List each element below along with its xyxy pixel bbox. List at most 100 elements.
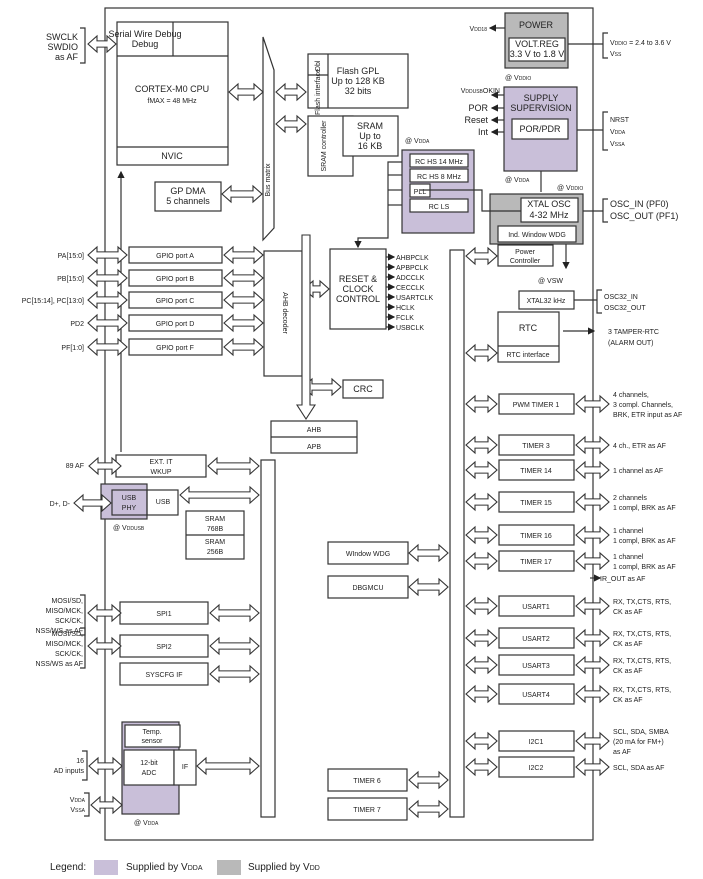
legend: Legend: Supplied by VDDA Supplied by VDD xyxy=(50,860,320,875)
gpio-pin-arrow xyxy=(87,313,128,333)
svg-text:RTC interface: RTC interface xyxy=(506,352,549,359)
svg-text:VSSA: VSSA xyxy=(610,141,625,148)
svg-text:Flash interface: Flash interface xyxy=(315,69,322,115)
flash-arrow xyxy=(275,82,307,102)
rtc-block: XTAL32 kHz OSC32_IN OSC32_OUT RTC RTC in… xyxy=(497,289,659,363)
peripheral-af: 1 compl, BRK as AF xyxy=(613,505,676,512)
svg-text:Flash GPL: Flash GPL xyxy=(337,66,380,76)
peripheral-label: TIMER 17 xyxy=(520,559,552,566)
peripheral-pin-arrow xyxy=(575,628,610,648)
clock-output: ADCCLK xyxy=(396,275,425,282)
svg-text:SPI2: SPI2 xyxy=(156,644,171,651)
svg-text:RESET &: RESET & xyxy=(339,274,377,284)
crc-block xyxy=(342,379,384,399)
svg-text:Up to: Up to xyxy=(359,131,381,141)
ext-it-arrow xyxy=(207,456,260,476)
peripheral-af: RX, TX,CTS, RTS, xyxy=(613,599,671,606)
gpio-ports: GPIO port APA[15:0]GPIO port BPB[15:0]GP… xyxy=(22,246,223,356)
sram-arrow xyxy=(275,114,307,134)
svg-text:EXT. IT: EXT. IT xyxy=(150,459,174,466)
svg-text:VDDIO = 2.4 to 3.6 V: VDDIO = 2.4 to 3.6 V xyxy=(610,40,671,47)
nvic-label: NVIC xyxy=(161,151,183,161)
peripheral-pin-arrow xyxy=(575,596,610,616)
peripheral-pin-arrow xyxy=(575,492,610,512)
peripheral-af: 4 channels, xyxy=(613,392,649,399)
svg-text:POR/PDR: POR/PDR xyxy=(519,124,561,134)
gpio-label: GPIO port B xyxy=(156,276,194,283)
peripheral-pin-arrow xyxy=(575,731,610,751)
svg-text:XTAL OSC: XTAL OSC xyxy=(527,199,571,209)
ahb-down-arrow xyxy=(295,234,317,421)
clock-output: HCLK xyxy=(396,305,415,312)
svg-text:256B: 256B xyxy=(207,549,224,556)
peripheral-block xyxy=(498,491,575,513)
svg-text:@ VDDIO: @ VDDIO xyxy=(505,75,531,82)
xtal-osc-block: @ VDDIO XTAL OSC 4-32 MHz Ind. Window WD… xyxy=(420,171,678,245)
svg-text:@ VDDA: @ VDDA xyxy=(405,138,430,145)
svg-text:16: 16 xyxy=(76,758,84,765)
peripheral-af: CK as AF xyxy=(613,609,643,616)
svg-text:VDDA: VDDA xyxy=(70,797,86,804)
peripheral-label: USART1 xyxy=(522,604,550,611)
gpio-label: GPIO port D xyxy=(156,321,195,328)
peripheral-af: RX, TX,CTS, RTS, xyxy=(613,658,671,665)
svg-text:GP DMA: GP DMA xyxy=(170,186,205,196)
peripheral-bus-arrow xyxy=(465,628,498,648)
svg-text:Supplied by VDDA: Supplied by VDDA xyxy=(126,862,203,873)
cpu-block: Serial Wire Debug Debug CORTEX-M0 CPU fM… xyxy=(108,21,229,166)
peripheral-label: TIMER 14 xyxy=(520,468,552,475)
svg-text:(ALARM OUT): (ALARM OUT) xyxy=(608,340,654,347)
gp-dma xyxy=(154,181,222,212)
svg-text:Reset: Reset xyxy=(464,115,488,125)
rc-oscillator xyxy=(409,153,469,168)
svg-text:Int: Int xyxy=(478,127,489,137)
svg-text:5 channels: 5 channels xyxy=(166,196,210,206)
svg-text:D+, D-: D+, D- xyxy=(50,501,71,508)
apb-bus-left xyxy=(260,459,276,818)
peripheral-block xyxy=(498,654,575,676)
cpu-fmax: fMAX = 48 MHz xyxy=(147,98,197,105)
adc-power-arrow xyxy=(90,795,123,815)
gpio-pin: PC[15:14], PC[13:0] xyxy=(22,298,84,305)
gpio-bus-arrow xyxy=(223,337,264,357)
usb-pin-arrow xyxy=(73,493,112,513)
peripheral-bus-arrow xyxy=(465,492,498,512)
svg-text:VSS: VSS xyxy=(610,51,622,58)
peripheral-pin-arrow xyxy=(575,655,610,675)
adc-block: Temp. sensor 12-bit ADC IF 16 AD inputs … xyxy=(54,721,197,827)
svg-text:IF: IF xyxy=(182,764,188,771)
svg-text:Power: Power xyxy=(515,249,536,256)
svg-text:CRC: CRC xyxy=(353,384,373,394)
peripheral-af: SCL, SDA as AF xyxy=(613,765,664,772)
spi2-arrow xyxy=(209,636,260,656)
svg-text:Obl: Obl xyxy=(315,60,322,71)
peripheral-pin-arrow xyxy=(575,757,610,777)
svg-text:TIMER 6: TIMER 6 xyxy=(353,778,381,785)
peripheral-block xyxy=(498,550,575,572)
peripheral-af: CK as AF xyxy=(613,668,643,675)
svg-text:SUPPLY: SUPPLY xyxy=(524,93,559,103)
dma-arrow xyxy=(221,184,263,204)
svg-text:OSC32_OUT: OSC32_OUT xyxy=(604,305,646,312)
timer-7 xyxy=(327,797,408,821)
peripheral-bus-arrow xyxy=(465,655,498,675)
svg-text:SRAM: SRAM xyxy=(205,539,225,546)
peripheral-pin-arrow xyxy=(575,551,610,571)
svg-text:Controller: Controller xyxy=(510,258,541,265)
svg-text:32 bits: 32 bits xyxy=(345,86,372,96)
svg-text:Supplied by VDD: Supplied by VDD xyxy=(248,862,320,873)
spi-pin: NSS/WS as AF xyxy=(36,661,83,668)
spi-blocks: SPI1 SPI2 SYSCFG IF MOSI/SD,MISO/MCK,SCK… xyxy=(36,594,209,686)
gpio-bus-arrow xyxy=(223,290,264,310)
peripheral-block xyxy=(498,459,575,481)
spi-pin: MISO/MCK, xyxy=(46,608,83,615)
peripheral-bus-arrow xyxy=(465,525,498,545)
clock-output: APBPCLK xyxy=(396,265,429,272)
gpio-pin: PD2 xyxy=(70,321,84,328)
svg-text:VSSA: VSSA xyxy=(70,807,85,814)
peripheral-af: 4 ch., ETR as AF xyxy=(613,443,666,450)
peripheral-af: 1 channel as AF xyxy=(613,468,663,475)
svg-text:Up to 128 KB: Up to 128 KB xyxy=(331,76,385,86)
supply-supervision: SUPPLY SUPERVISION POR/PDR VDDUSBOKIN PO… xyxy=(461,86,630,184)
peripheral-af: BRK, ETR input as AF xyxy=(613,412,682,419)
